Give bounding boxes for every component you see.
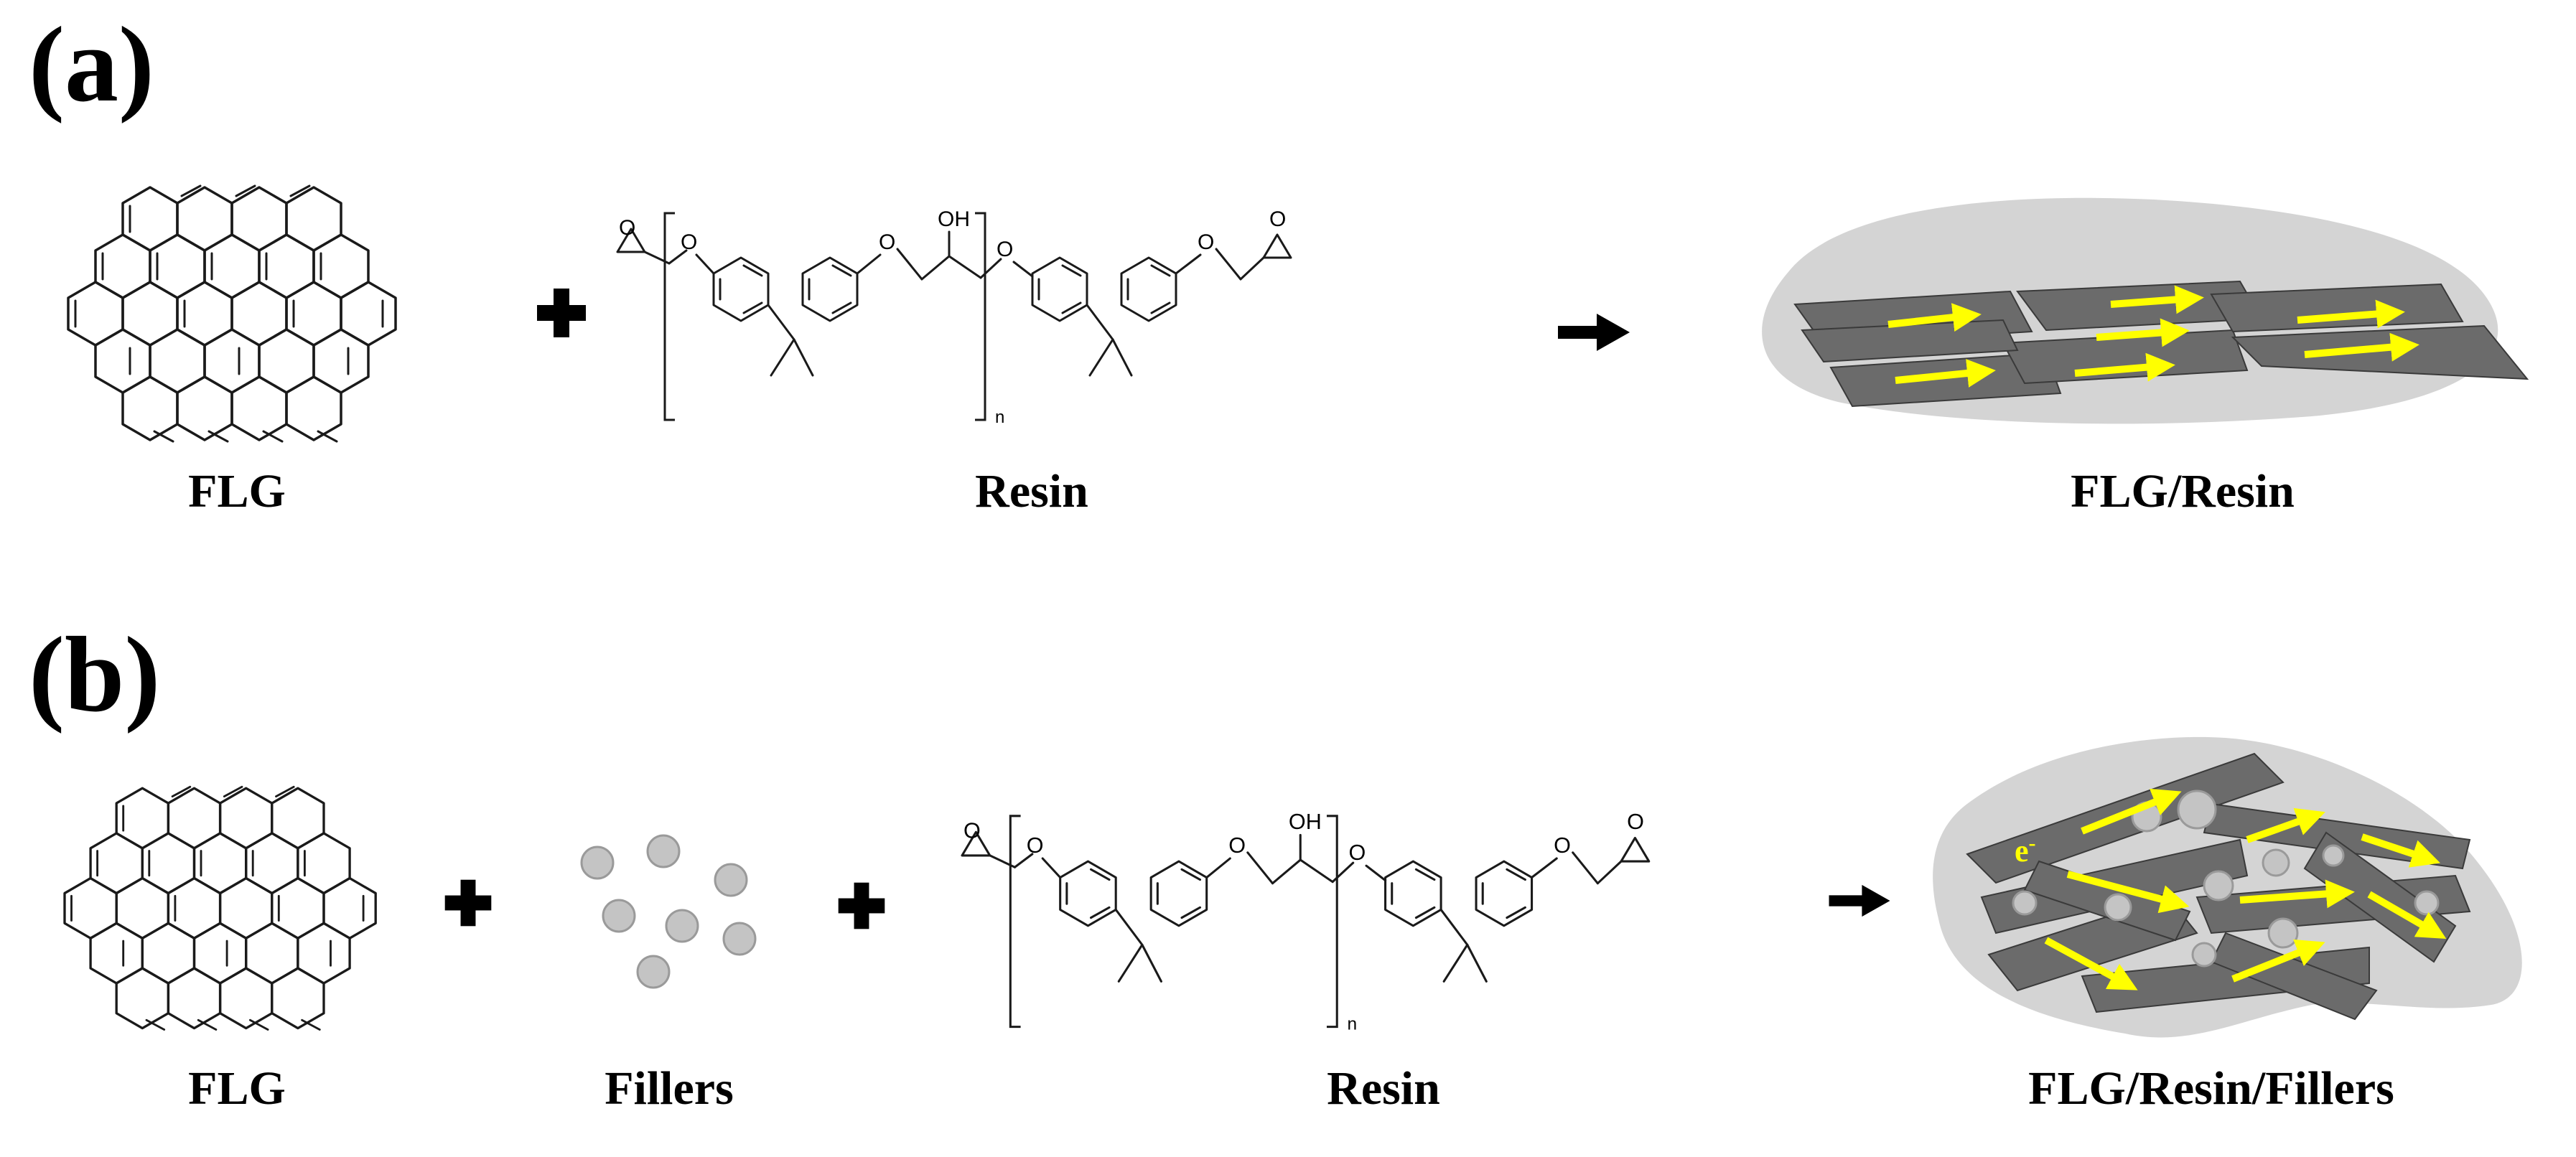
graphene-icon: [65, 787, 375, 1029]
reaction-arrow-icon: [1558, 314, 1630, 351]
graphene-sheet: [2231, 324, 2529, 380]
composite-flg-resin: [1762, 197, 2529, 424]
plus-icon: [838, 882, 885, 929]
caption-flg-resin-fillers: FLG/Resin/Fillers: [2028, 1062, 2394, 1115]
caption-resin: Resin: [975, 465, 1088, 517]
graphene-sheet: [1829, 352, 2062, 408]
caption-resin: Resin: [1327, 1062, 1440, 1115]
reaction-arrow-icon: [1829, 884, 1890, 917]
electron-label: e-: [2015, 831, 2036, 868]
caption-flg: FLG: [188, 465, 286, 517]
graphene-sheet: [1966, 752, 2285, 884]
plus-icon: [444, 879, 492, 927]
panel-label-a: (a): [29, 5, 154, 124]
resin-structure: [962, 810, 1649, 1034]
conduction-arrows: [1887, 285, 2419, 388]
plus-icon: [537, 289, 586, 337]
panel-a: (a) FLG Resin: [29, 5, 2529, 517]
composite-flg-resin-fillers: e-: [1933, 736, 2522, 1038]
conduction-arrows: [2044, 788, 2447, 990]
caption-flg-resin: FLG/Resin: [2071, 465, 2295, 517]
graphene-icon: [68, 186, 396, 441]
caption-fillers: Fillers: [605, 1062, 734, 1115]
caption-flg: FLG: [188, 1062, 286, 1115]
resin-structure: [617, 207, 1291, 427]
fillers-icon: [580, 834, 757, 989]
panel-b: (b): [29, 615, 2522, 1115]
panel-label-b: (b): [29, 615, 160, 734]
